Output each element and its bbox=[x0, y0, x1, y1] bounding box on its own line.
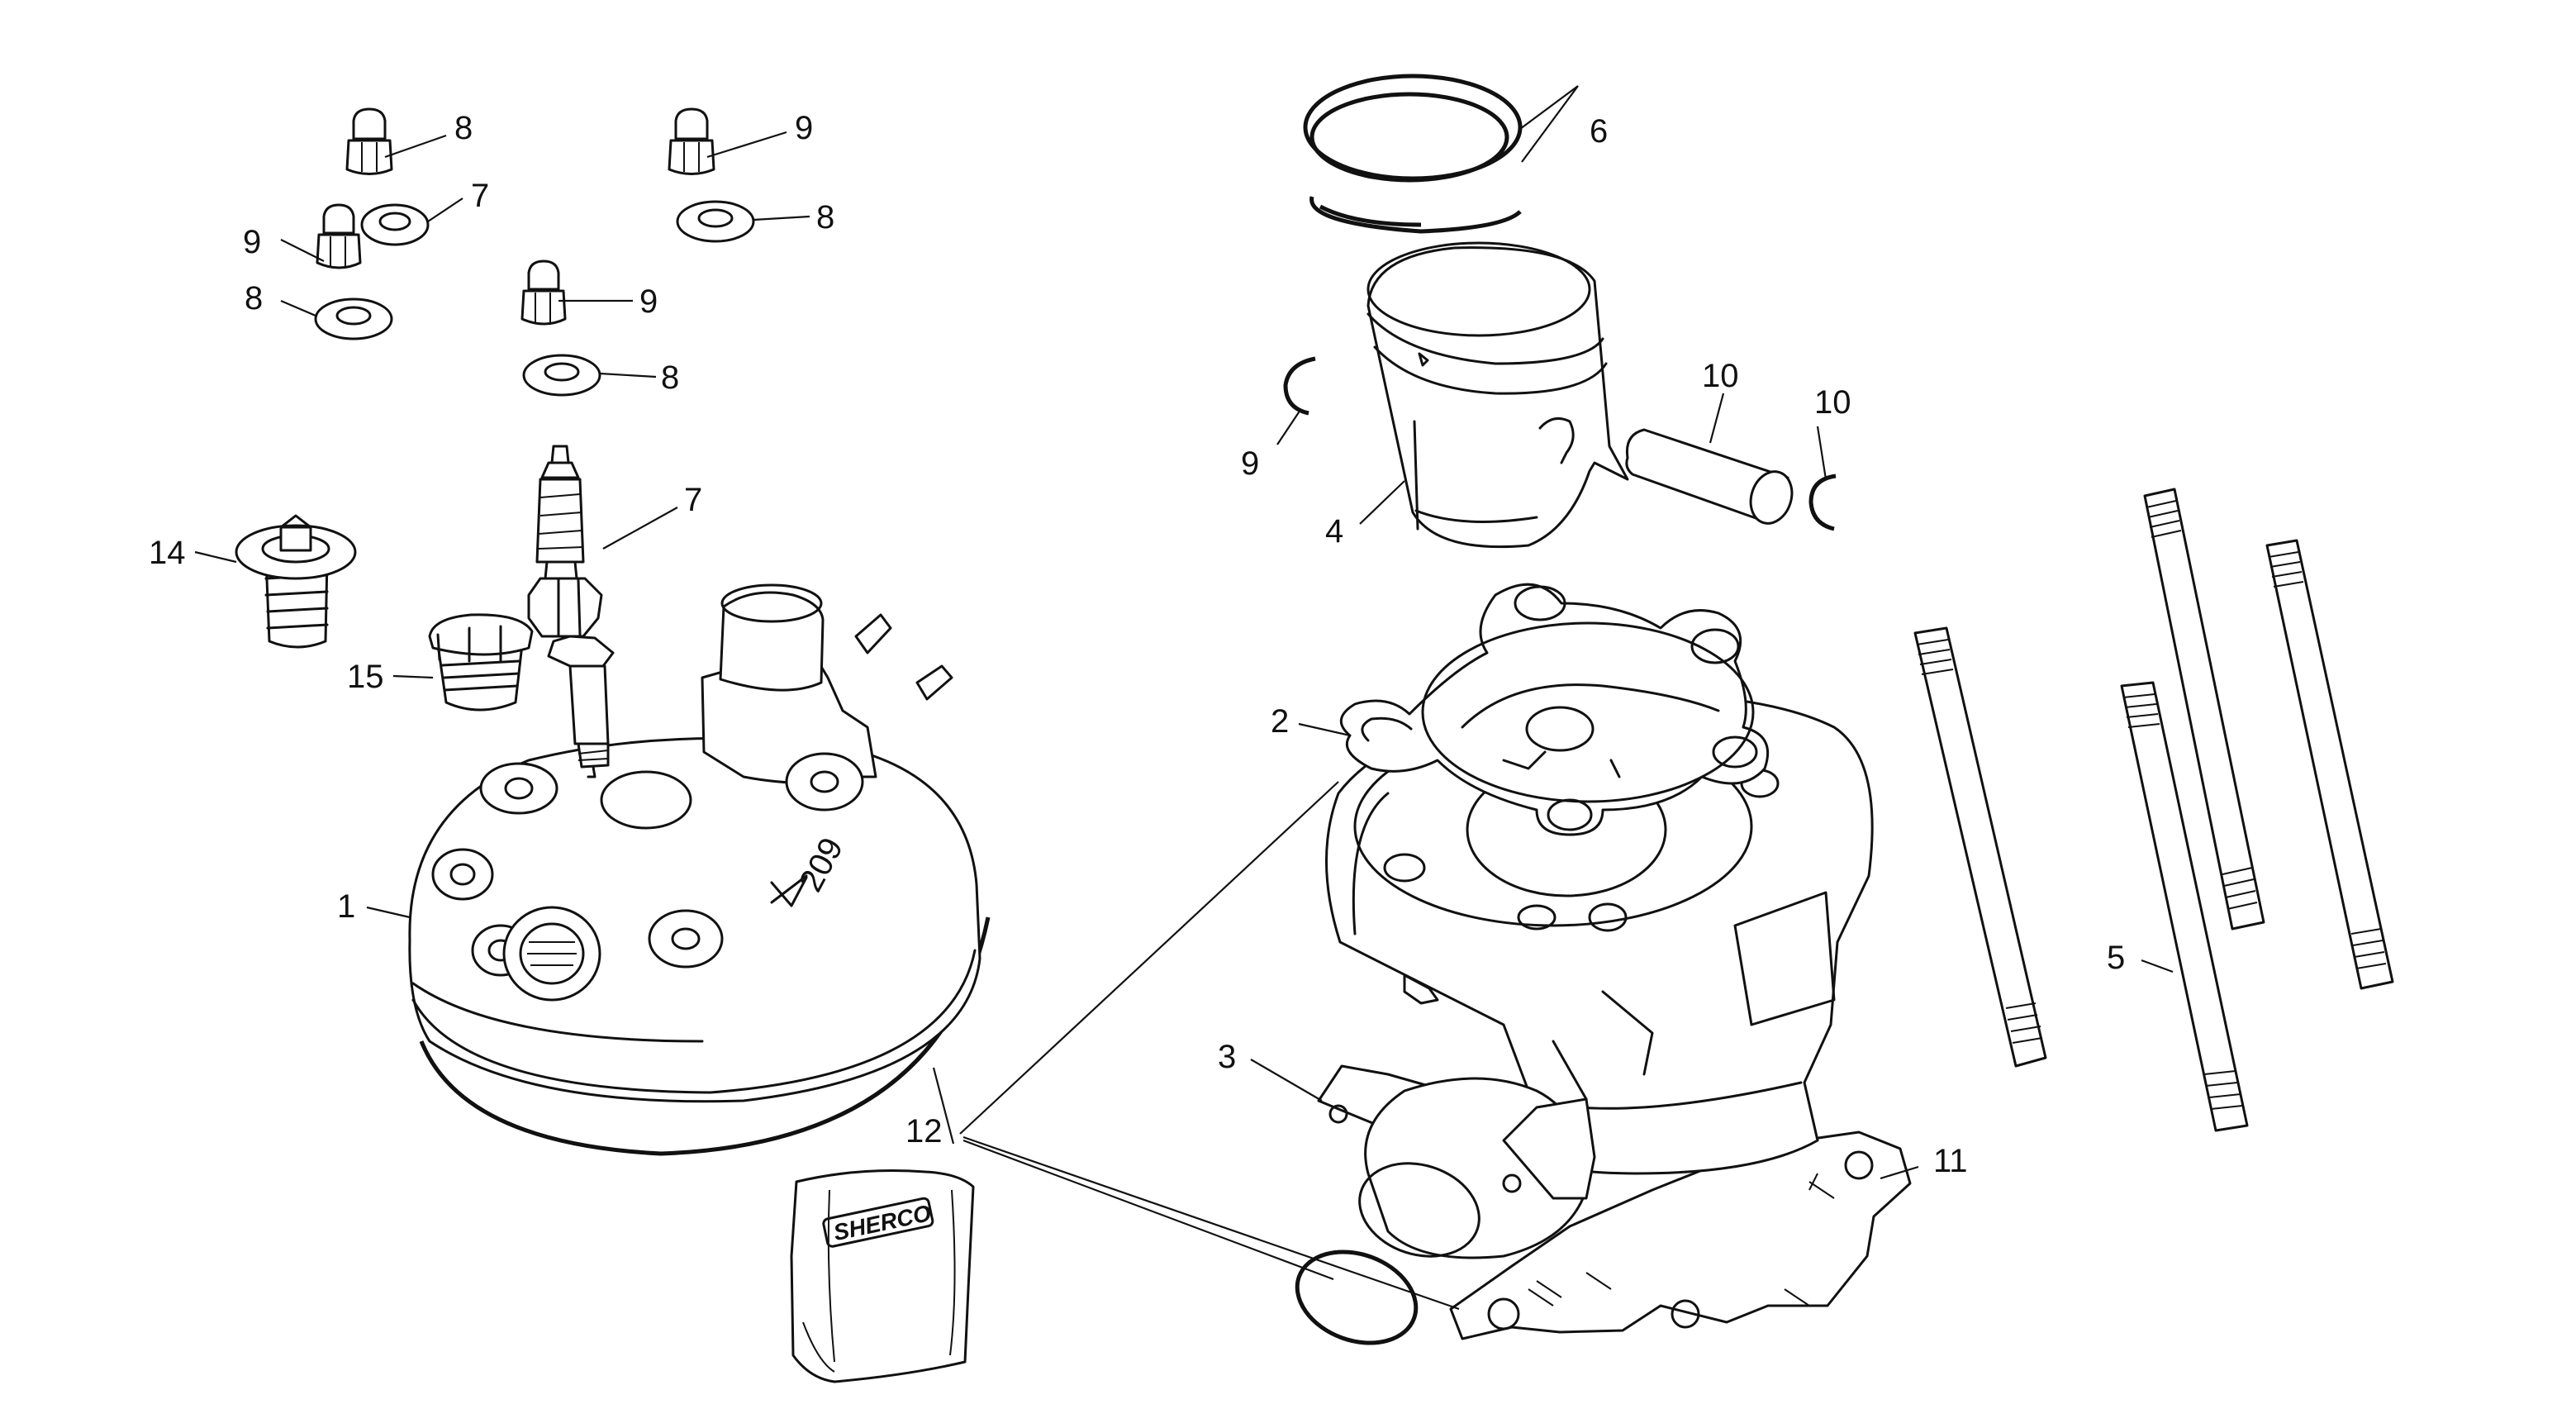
callout-8: 8 bbox=[816, 199, 834, 236]
washer-8b bbox=[676, 200, 755, 243]
washer-8a bbox=[360, 203, 430, 246]
base-gasket-12 bbox=[1449, 1130, 1912, 1340]
sealant-pouch: SHERCO bbox=[790, 1169, 975, 1383]
cylinder-head-1: 209 bbox=[408, 583, 991, 1156]
callout-5: 5 bbox=[2107, 940, 2125, 976]
stud-5d bbox=[2120, 681, 2249, 1132]
callout-9: 9 bbox=[243, 224, 261, 260]
washer-8d bbox=[522, 354, 601, 397]
callout-8: 7 bbox=[471, 178, 489, 214]
callout-1: 1 bbox=[337, 888, 355, 925]
acorn-nut-9d bbox=[520, 259, 567, 326]
spark-plug-7 bbox=[527, 445, 615, 778]
acorn-nut-9b bbox=[668, 107, 715, 175]
stud-5b bbox=[2143, 488, 2265, 931]
thermostat-14 bbox=[235, 514, 357, 649]
acorn-nut-9c bbox=[316, 203, 362, 269]
callout-12: 11 bbox=[1933, 1143, 1968, 1179]
callout-8: 8 bbox=[245, 280, 263, 317]
head-gasket-2 bbox=[1340, 583, 1770, 836]
o-ring bbox=[1295, 1250, 1419, 1345]
acorn-nut-9a bbox=[345, 107, 393, 175]
washer-8c bbox=[314, 298, 393, 340]
callout-4: 4 bbox=[1325, 513, 1343, 550]
callout-15: 15 bbox=[347, 659, 384, 695]
circlip-10a bbox=[1283, 356, 1316, 416]
stud-5a bbox=[1913, 626, 2047, 1068]
callout-10: 10 bbox=[1814, 384, 1851, 421]
callout-9: 9 bbox=[639, 283, 658, 320]
callout-9: 9 bbox=[795, 110, 813, 146]
callout-7: 7 bbox=[684, 482, 702, 518]
callout-11: 10 bbox=[1702, 358, 1739, 394]
callout-2: 2 bbox=[1271, 703, 1289, 740]
stud-5c bbox=[2265, 539, 2394, 990]
callout-14: 14 bbox=[149, 535, 186, 571]
callout-10: 9 bbox=[1241, 445, 1259, 482]
callout-9: 8 bbox=[454, 110, 473, 146]
piston-rings-6 bbox=[1303, 74, 1523, 234]
circlip-10b bbox=[1808, 474, 1837, 531]
wrist-pin-11 bbox=[1625, 428, 1794, 525]
piston-4 bbox=[1366, 241, 1629, 549]
callout-labels: 8 9 9 9 7 8 8 8 14 15 7 7 1 2 3 4 5 6 6 … bbox=[149, 110, 2125, 1179]
callout-6: 6 bbox=[1590, 113, 1608, 150]
leader-lines bbox=[194, 85, 2174, 1311]
callout-8: 8 bbox=[661, 359, 679, 396]
plug-15 bbox=[428, 613, 534, 712]
callout-13: 12 bbox=[905, 1113, 943, 1150]
callout-3: 3 bbox=[1218, 1039, 1236, 1075]
